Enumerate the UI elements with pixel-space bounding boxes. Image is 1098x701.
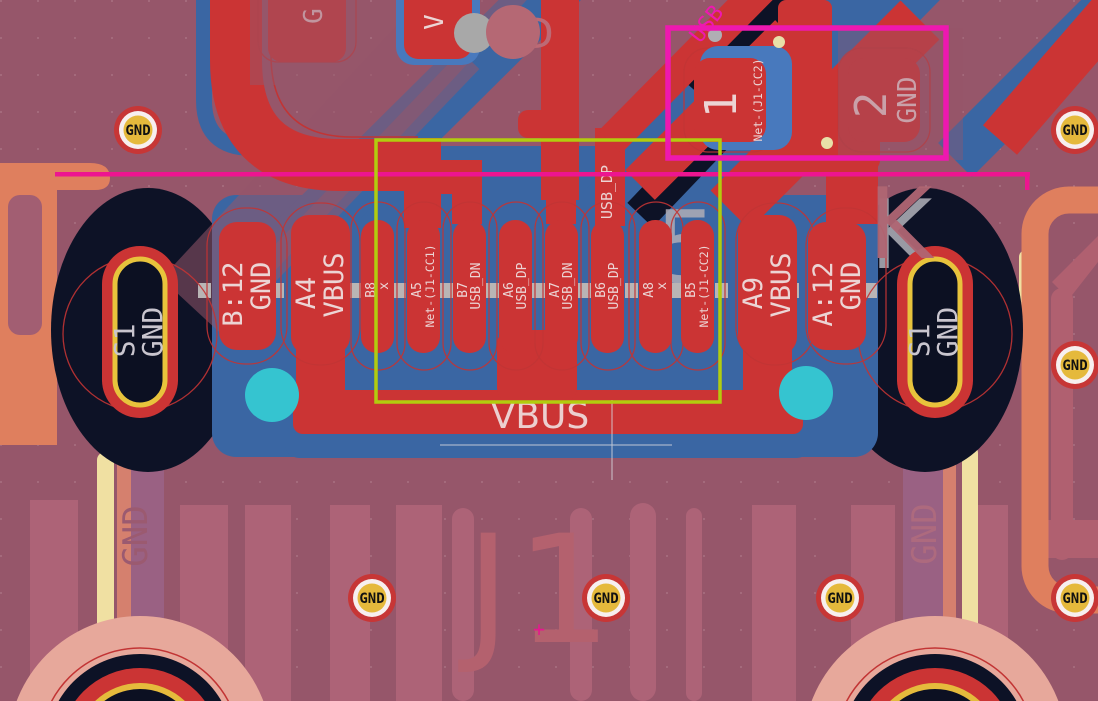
footprint-anchor: +	[533, 617, 545, 641]
courtyard-outline	[374, 138, 722, 404]
svg-text:B6 USB_DP: B6 USB_DP	[594, 262, 622, 309]
svg-text:A4 VBUS: A4 VBUS	[291, 252, 350, 317]
svg-text:S1 GND: S1 GND	[108, 307, 169, 358]
partial-pad-label-v: V	[420, 14, 450, 30]
pad-A7[interactable]: A7 USB_DN	[545, 220, 578, 353]
hole-rose-top	[486, 5, 540, 59]
pad-A9[interactable]: A9 VBUS	[738, 215, 797, 355]
dot-gray-small	[708, 28, 722, 42]
svg-text:A6 USB_DP: A6 USB_DP	[502, 262, 530, 309]
gnd-via[interactable]: GND	[816, 574, 864, 622]
pad-A8[interactable]: A8 x	[639, 220, 672, 353]
mounting-hole-left[interactable]	[8, 616, 272, 701]
pad-A5[interactable]: A5 Net-(J1-CC1)	[407, 220, 440, 353]
svg-text:S1 GND: S1 GND	[903, 307, 964, 358]
svg-text:GND: GND	[1062, 591, 1087, 607]
pad-row: B:12 GND A4 VBUS B8 x A5 Net-(J1-CC1)	[218, 215, 867, 355]
svg-text:GND: GND	[125, 123, 150, 139]
gnd-via[interactable]: GND	[1051, 574, 1098, 622]
haze-over-pad-2	[838, 28, 963, 160]
svg-text:GND: GND	[359, 591, 384, 607]
svg-text:1 Net-(J1-CC2): 1 Net-(J1-CC2)	[696, 58, 765, 141]
gnd-via[interactable]: GND	[1051, 106, 1098, 154]
via-cyan-left[interactable]	[245, 368, 299, 422]
anchor-crosshair	[440, 400, 672, 480]
guide-line-magenta	[55, 172, 1030, 190]
gnd-vias: GND GND GND GND GND GND GND	[114, 106, 1098, 622]
pad-A12[interactable]: A:12 GND	[808, 222, 867, 350]
svg-text:2 GND: 2 GND	[846, 77, 923, 124]
svg-text:A7 USB_DN: A7 USB_DN	[548, 263, 576, 310]
selection-box[interactable]	[665, 25, 949, 161]
svg-text:GND: GND	[1062, 358, 1087, 374]
svg-text:A9 VBUS: A9 VBUS	[738, 252, 797, 317]
gnd-label-right-trace: GND	[905, 503, 945, 564]
pad-A6[interactable]: A6 USB_DP	[499, 220, 532, 353]
pad-B6[interactable]: B6 USB_DP	[591, 220, 624, 353]
gnd-label-left-trace: GND	[116, 505, 156, 566]
dot-yellow-2	[821, 137, 833, 149]
pad-1[interactable]: 1 Net-(J1-CC2)	[694, 46, 792, 150]
silk-fragment-k: K	[868, 168, 935, 282]
shield-pad-right[interactable]: S1 GND	[897, 246, 973, 418]
shield-pad-left[interactable]: S1 GND	[102, 246, 178, 418]
gnd-via[interactable]: GND	[348, 574, 396, 622]
svg-text:A:12 GND: A:12 GND	[808, 245, 867, 326]
svg-text:GND: GND	[593, 591, 618, 607]
svg-text:GND: GND	[827, 591, 852, 607]
svg-text:B7 USB_DN: B7 USB_DN	[456, 263, 484, 310]
partial-pad-top-left[interactable]: G	[250, 0, 362, 85]
mask-sliver-right	[962, 445, 978, 645]
pad-B5[interactable]: B5 Net-(J1-CC2)	[681, 220, 714, 353]
gnd-via[interactable]: GND	[1051, 341, 1098, 389]
pad-2[interactable]: 2 GND	[838, 28, 963, 160]
svg-text:A5 Net-(J1-CC1): A5 Net-(J1-CC1)	[410, 244, 437, 327]
partial-pad-top-right[interactable]: V	[396, 0, 480, 65]
gnd-via[interactable]: GND	[582, 574, 630, 622]
hole-gray-top	[454, 13, 494, 53]
mask-sliver-left	[97, 452, 114, 650]
svg-text:GND: GND	[1062, 123, 1087, 139]
svg-text:A8 x: A8 x	[642, 274, 670, 297]
svg-text:B:12 GND: B:12 GND	[218, 245, 277, 326]
via-cyan-right[interactable]	[779, 366, 833, 420]
gnd-via[interactable]: GND	[114, 106, 162, 154]
net-label-usb-dp: USB_DP	[598, 165, 616, 219]
pad-B7[interactable]: B7 USB_DN	[453, 220, 486, 353]
mounting-hole-right[interactable]	[803, 616, 1067, 701]
svg-text:B5 Net-(J1-CC2): B5 Net-(J1-CC2)	[684, 244, 711, 327]
pad-B12[interactable]: B:12 GND	[218, 222, 277, 350]
dot-yellow-1	[773, 36, 785, 48]
pad-A4[interactable]: A4 VBUS	[291, 215, 350, 355]
